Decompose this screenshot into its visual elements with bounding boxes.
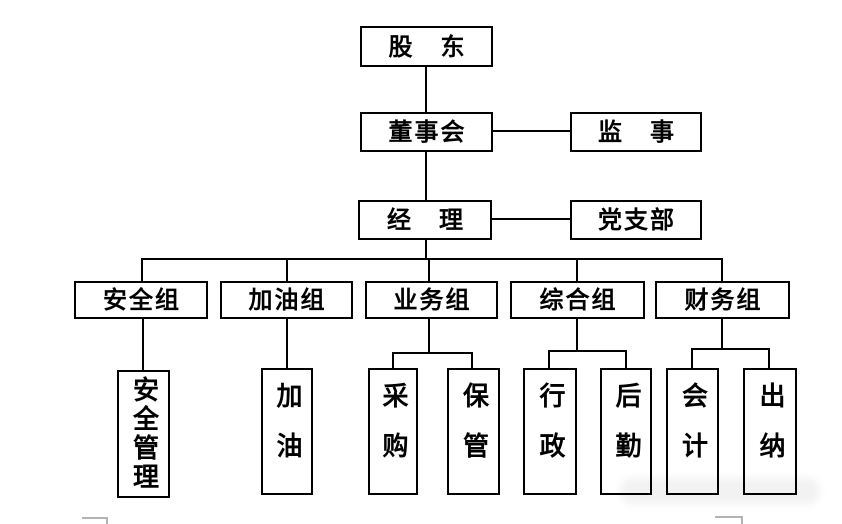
node-leaf-logistics: 后勤 <box>600 368 652 495</box>
connector-bus <box>141 258 723 260</box>
node-leaf-cashier: 出纳 <box>743 368 797 495</box>
connector-fueling-leaf <box>286 319 288 368</box>
node-group-general: 综合组 <box>510 281 645 319</box>
connector-shareholder-board <box>425 67 427 112</box>
node-group-finance: 财务组 <box>655 281 790 319</box>
node-party-branch: 党支部 <box>570 200 702 240</box>
connector-board-supervisor <box>493 130 570 132</box>
connector-bus-finance <box>721 258 723 281</box>
node-leaf-procurement: 采购 <box>368 368 418 495</box>
connector-general-administration <box>548 350 550 368</box>
node-leaf-administration: 行政 <box>523 368 577 495</box>
connector-finance-stem <box>721 319 723 350</box>
connector-general-tee <box>548 350 627 352</box>
node-group-business: 业务组 <box>365 281 498 319</box>
connector-bus-fueling <box>286 258 288 281</box>
connector-bus-business <box>428 258 430 281</box>
node-leaf-storage: 保管 <box>447 368 500 495</box>
connector-board-manager <box>425 152 427 200</box>
node-leaf-safety-management: 安全管理 <box>117 370 170 498</box>
connector-finance-cashier <box>768 348 770 368</box>
connector-business-storage <box>471 352 473 368</box>
connector-general-stem <box>576 319 578 352</box>
connector-general-logistics <box>625 350 627 368</box>
connector-business-stem <box>428 319 430 354</box>
node-group-safety: 安全组 <box>74 281 208 319</box>
connector-business-procurement <box>392 352 394 368</box>
connector-bus-general <box>576 258 578 281</box>
node-board: 董事会 <box>360 112 493 152</box>
connector-manager-party <box>492 218 570 220</box>
cutoff-box-bottom-right <box>715 516 743 524</box>
node-group-fueling: 加油组 <box>220 281 353 319</box>
connector-bus-safety <box>141 258 143 281</box>
connector-finance-accounting <box>691 348 693 368</box>
node-manager: 经 理 <box>358 200 492 240</box>
connector-safety-leaf <box>142 319 144 370</box>
node-supervisor: 监 事 <box>570 112 702 152</box>
node-leaf-fueling: 加油 <box>261 368 313 495</box>
connector-business-tee <box>392 352 473 354</box>
cutoff-box-bottom-left <box>82 517 108 524</box>
node-shareholder: 股 东 <box>360 26 493 67</box>
connector-manager-bus <box>425 240 427 260</box>
node-leaf-accounting: 会计 <box>666 368 719 495</box>
connector-finance-tee <box>691 348 770 350</box>
